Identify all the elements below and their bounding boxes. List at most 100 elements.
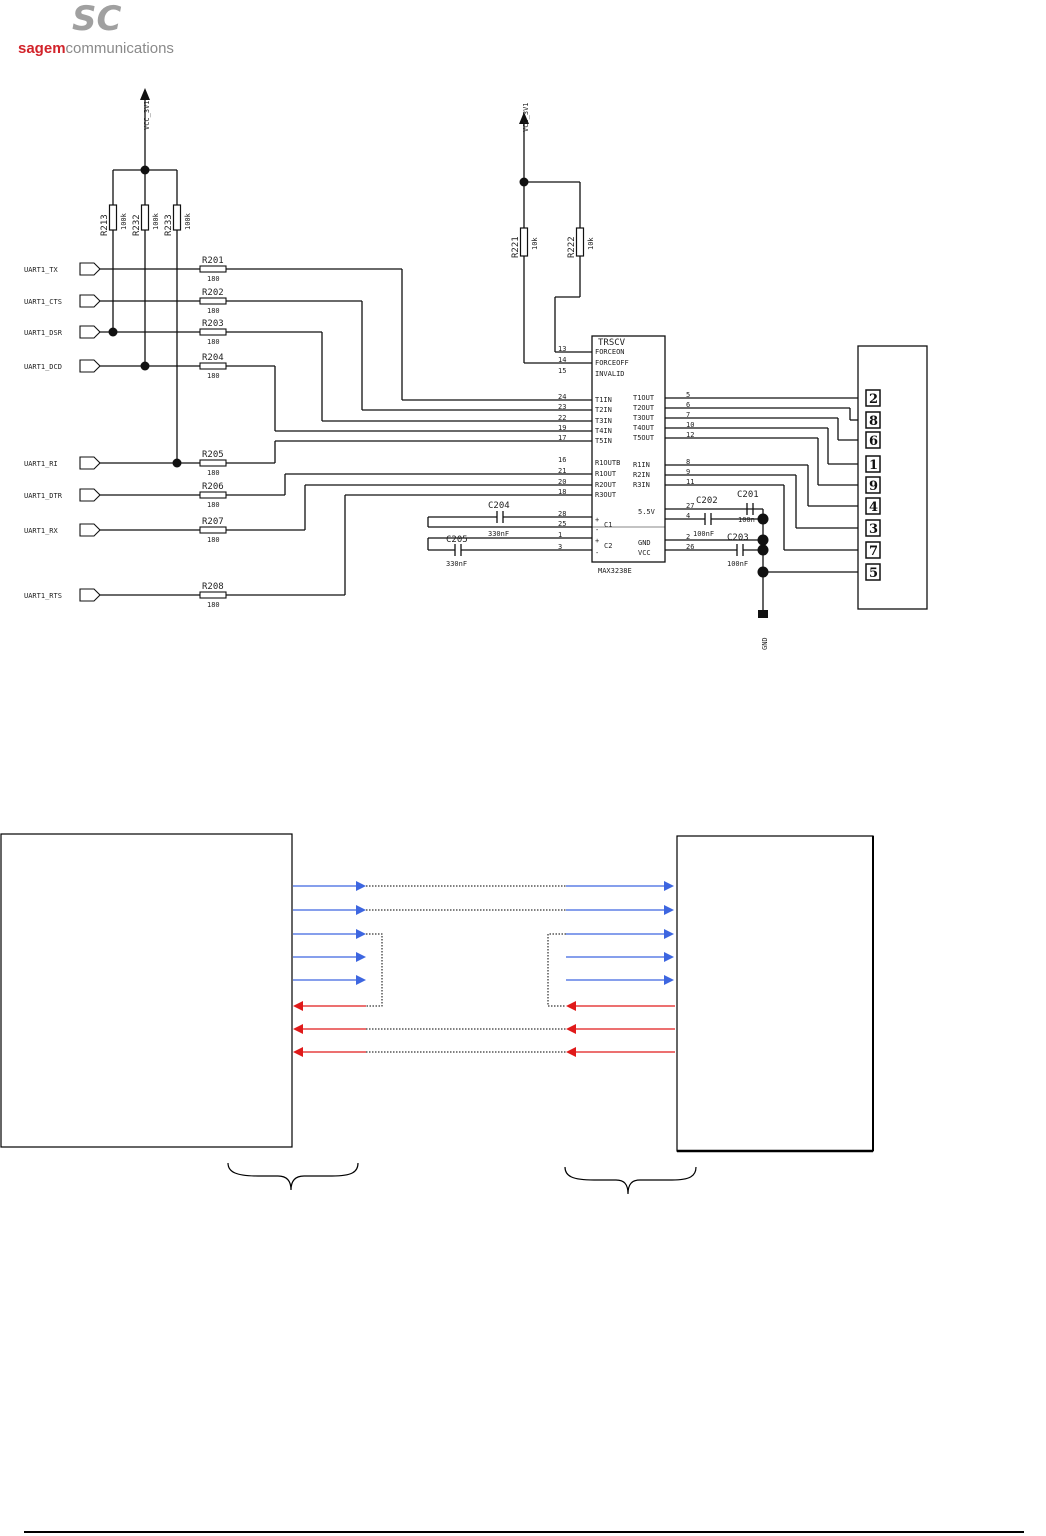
- resistor-R221: [519, 227, 529, 257]
- ic-pin-name: C2: [604, 542, 612, 550]
- logo-mark: SC: [72, 0, 121, 39]
- ic-pin-name: R1IN: [633, 461, 650, 469]
- vcc-arrow-right: [519, 112, 529, 124]
- resistor-value: 10k: [587, 237, 595, 250]
- port-label: UART1_TX: [24, 266, 59, 274]
- resistor-value: 180: [207, 307, 220, 315]
- resistor-value: 180: [207, 501, 220, 509]
- port-label: UART1_CTS: [24, 298, 62, 306]
- connector-pin-box: [865, 389, 881, 407]
- resistor-ref: R204: [202, 353, 224, 363]
- ic-pin-name: R3OUT: [595, 491, 617, 499]
- logo-brand-bold: sagem: [18, 40, 66, 57]
- rx-crossover-line: [293, 1047, 675, 1057]
- ic-pin-number: 10: [686, 421, 694, 429]
- ic-pin-number: 7: [686, 411, 690, 419]
- capacitor-value: 100nF: [727, 560, 748, 568]
- connector-pin-box: [865, 519, 881, 537]
- ic-pin-number: 6: [686, 401, 690, 409]
- ic-pin-name: T4OUT: [633, 424, 655, 432]
- signal-row-uart1-cts: UART1_CTS R202 180: [24, 288, 227, 315]
- ic-pin-sign: +: [595, 537, 599, 545]
- ic-pin-name: T2OUT: [633, 404, 655, 412]
- logo-wordmark: sagemcommunications: [18, 40, 174, 57]
- right-loopback-bridge: [547, 933, 566, 1007]
- vcc-label-right: VCC_3V1: [522, 102, 530, 132]
- tx-loopback-line: [293, 975, 366, 985]
- capacitor-ref-C203: C203: [727, 533, 749, 543]
- ic-pin-sign: +: [595, 516, 599, 524]
- ic-pin-number: 26: [686, 543, 694, 551]
- rx-crossover-line: [293, 1024, 675, 1034]
- port-flag: [79, 456, 101, 470]
- block-signal-lines: [293, 881, 675, 1057]
- arrow-right-icon: [664, 905, 674, 915]
- ic-pin-number: 23: [558, 403, 566, 411]
- port-flag: [79, 325, 101, 339]
- tx-crossover-line: [293, 905, 674, 915]
- connector-pin-number: 9: [869, 479, 878, 494]
- port-label: UART1_DTR: [24, 492, 63, 500]
- connector-pin-box: [865, 541, 881, 559]
- ic-pin-name: GND: [638, 539, 651, 547]
- resistor-R233: [172, 204, 182, 231]
- ic-pin-name: R2IN: [633, 471, 650, 479]
- port-label: UART1_DSR: [24, 329, 63, 337]
- port-flag: [79, 359, 101, 373]
- arrow-right-icon: [356, 905, 366, 915]
- ic-pin-number: 2: [686, 533, 690, 541]
- ic-pin-name: T4IN: [595, 427, 612, 435]
- right-brace: [564, 1166, 697, 1195]
- ic-pin-number: 21: [558, 467, 566, 475]
- ic-pin-number: 9: [686, 468, 690, 476]
- arrow-right-icon: [664, 881, 674, 891]
- ic-pin-name: R3IN: [633, 481, 650, 489]
- tx-loopback-line: [293, 952, 366, 962]
- tx-loopback-line: [566, 952, 674, 962]
- ic-pin-name: R1OUT: [595, 470, 617, 478]
- connector-pin-box: [865, 431, 881, 449]
- tx-loopback-line: [566, 929, 674, 939]
- ic-pin-number: 13: [558, 345, 566, 353]
- ic-pin-sign: -: [595, 549, 599, 557]
- port-label: UART1_RI: [24, 460, 58, 468]
- ic-pin-number: 12: [686, 431, 694, 439]
- gnd-symbol: [758, 610, 768, 618]
- logo-brand-rest: communications: [66, 40, 174, 57]
- left-device-box: [0, 833, 293, 1148]
- ic-pin-name: T1OUT: [633, 394, 655, 402]
- arrow-right-icon: [356, 881, 366, 891]
- resistor-ref: R208: [202, 582, 224, 592]
- resistor-ref: R232: [132, 214, 142, 236]
- junction-dots: [108, 165, 769, 578]
- port-label: UART1_RX: [24, 527, 59, 535]
- ic-pin-name: T5OUT: [633, 434, 655, 442]
- port-flag: [79, 588, 101, 602]
- ic-pin-number: 8: [686, 458, 690, 466]
- arrow-left-icon: [293, 1024, 303, 1034]
- resistor-R205: [199, 459, 227, 467]
- resistor-ref: R205: [202, 450, 224, 460]
- capacitor-value: 330nF: [446, 560, 467, 568]
- resistor-value: 100k: [152, 212, 160, 230]
- connector-pin-box: [865, 455, 881, 473]
- resistor-value: 100k: [184, 212, 192, 230]
- arrow-right-icon: [356, 929, 366, 939]
- ic-pin-sign: -: [595, 526, 599, 534]
- ic-pin-number: 3: [558, 543, 562, 551]
- ic-pin-number: 20: [558, 478, 566, 486]
- ic-pin-name: FORCEON: [595, 348, 625, 356]
- ic-pin-number: 16: [558, 456, 566, 464]
- resistor-ref: R202: [202, 288, 224, 298]
- ic-title: TRSCV: [598, 338, 626, 348]
- arrow-left-icon: [566, 1047, 576, 1057]
- capacitor-value: 100n: [738, 516, 755, 524]
- capacitor-ref-C201: C201: [737, 490, 759, 500]
